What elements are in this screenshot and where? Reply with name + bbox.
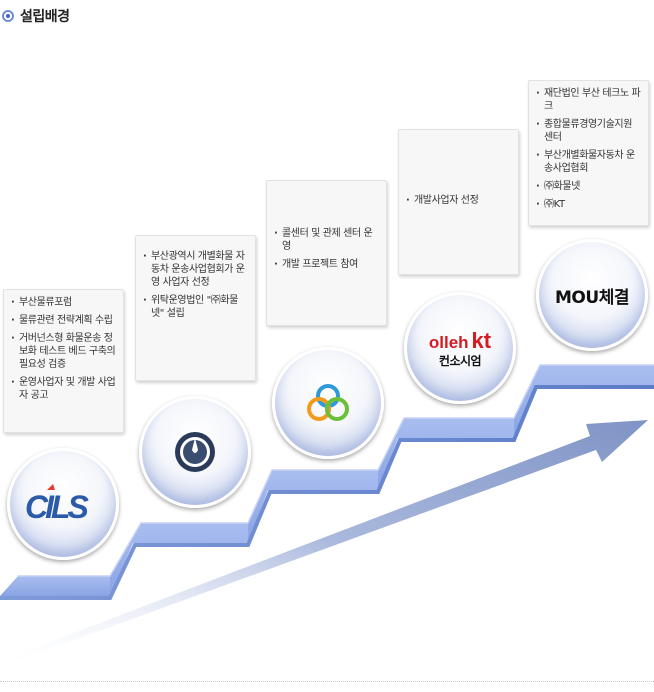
- card-item: 부산개별화물자동차 운송사업협회: [535, 149, 642, 175]
- card-item: 부산물류포럼: [10, 296, 117, 309]
- mou-label: MOU체결: [555, 287, 629, 308]
- card-item: 재단법인 부산 테크노 파크: [535, 87, 642, 113]
- step-5: [514, 365, 654, 438]
- svg-text:CILS: CILS: [25, 489, 90, 524]
- kt-text: kt: [471, 327, 492, 353]
- card-item: 위탁운영법인 "㈜화물넷" 설립: [142, 294, 249, 320]
- card-item: 개발사업자 선정: [405, 194, 512, 207]
- card-item: 콜센터 및 관제 센터 운영: [273, 227, 380, 253]
- callcenter-logo-circle: [272, 347, 384, 459]
- mou-circle: MOU체결: [536, 239, 648, 351]
- card-item: 물류관련 전략계획 수립: [10, 314, 117, 327]
- page-title: 설립배경: [20, 9, 70, 25]
- section-title: 설립배경: [2, 6, 70, 26]
- cils-logo-circle: CILS: [7, 448, 119, 560]
- stage-card-4: 개발사업자 선정: [398, 129, 519, 275]
- step-2: [110, 523, 248, 596]
- card-item: 종합물류경영기술지원 센터: [535, 118, 642, 144]
- card-item: 운영사업자 및 개발 사업자 공고: [10, 376, 117, 402]
- kt-consortium-logo-circle: olleh kt 컨소시엄: [404, 292, 516, 404]
- bottom-divider: [0, 681, 654, 682]
- olleh-kt-logo: olleh kt: [429, 328, 491, 354]
- stair-steps: [0, 364, 654, 600]
- card-item: 부산광역시 개별화물 자동차 운송사업협회가 운영 사업자 선정: [142, 250, 249, 289]
- step-3: [248, 470, 378, 543]
- card-item: 개발 프로젝트 참여: [273, 258, 380, 271]
- card-item: ㈜KT: [535, 198, 642, 211]
- consortium-label: 컨소시엄: [438, 353, 482, 368]
- olleh-text: olleh: [428, 332, 469, 352]
- rings-logo-icon: [307, 384, 349, 421]
- step-1: [0, 576, 110, 596]
- stage-card-3: 콜센터 및 관제 센터 운영 개발 프로젝트 참여: [266, 180, 387, 326]
- growth-arrow: [8, 420, 648, 662]
- card-item: 거버넌스형 화물운송 정보화 테스트 베드 구축의 필요성 검증: [10, 332, 117, 371]
- bullet-icon: [2, 10, 14, 22]
- step-4: [378, 418, 514, 490]
- stage-card-2: 부산광역시 개별화물 자동차 운송사업협회가 운영 사업자 선정 위탁운영법인 …: [135, 235, 256, 381]
- cils-logo: CILS: [25, 484, 93, 524]
- stage-card-1: 부산물류포럼 물류관련 전략계획 수립 거버넌스형 화물운송 정보화 테스트 베…: [3, 289, 124, 433]
- stage-card-5: 재단법인 부산 테크노 파크 종합물류경영기술지원 센터 부산개별화물자동차 운…: [528, 80, 649, 226]
- hwamulnet-logo-circle: [139, 396, 251, 508]
- power-drop-icon: [175, 432, 215, 472]
- card-item: ㈜화물넷: [535, 180, 642, 193]
